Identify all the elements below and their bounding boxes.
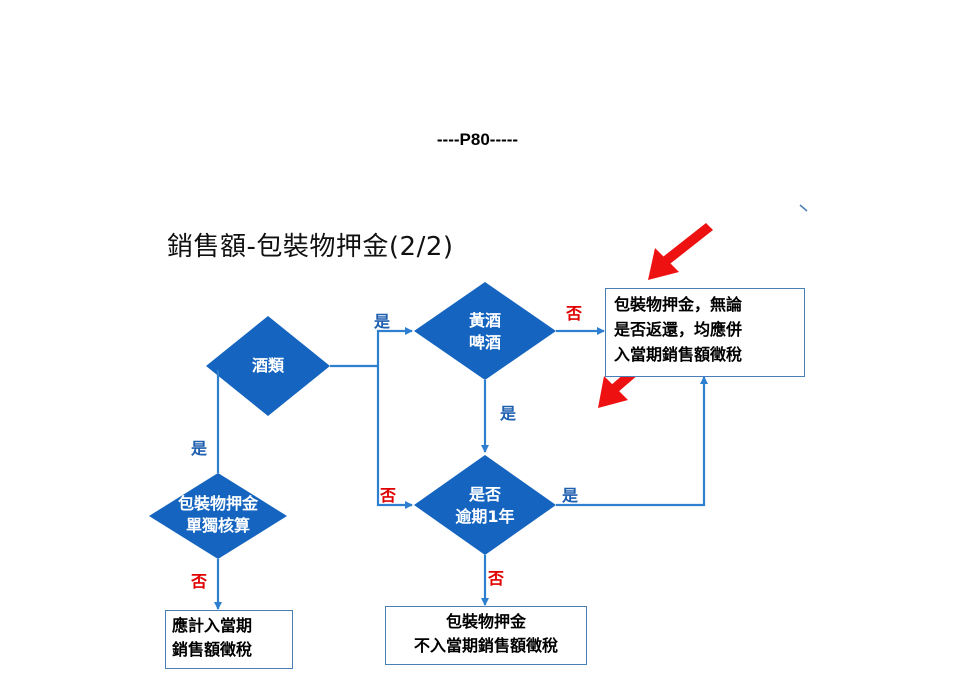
label-no-overdue-exclude: 否 <box>488 569 505 588</box>
node-liquor-label: 酒類 <box>251 356 284 375</box>
node-overdue-label: 是否 逾期1年 <box>455 485 515 526</box>
edge-liquor-to-yellow <box>376 327 413 366</box>
node-separate-accounting-label: 包裝物押金 單獨核算 <box>177 494 258 535</box>
page-label: ----P80----- <box>436 130 519 149</box>
diagram-title: 銷售額-包裝物押金(2/2) <box>167 232 454 262</box>
node-include-box: 包裝物押金，無論 是否返還，均應併 入當期銷售額徵稅 <box>605 288 805 377</box>
label-yes-separate-liquor: 是 <box>191 439 208 458</box>
label-no-separate-should-include: 否 <box>191 572 208 591</box>
node-exclude-box: 包裝物押金 不入當期銷售額徵稅 <box>385 606 587 665</box>
edge-overdue-to-include <box>556 376 708 507</box>
diamond-separate-accounting <box>149 473 287 559</box>
label-yes-liquor-yellow: 是 <box>374 312 391 331</box>
diamond-liquor <box>206 316 330 416</box>
diamond-yellow-beer <box>414 282 556 380</box>
label-yes-overdue-include: 是 <box>562 486 579 505</box>
diamond-overdue <box>414 455 556 555</box>
label-no-yellow-include: 否 <box>566 304 583 323</box>
corner-tick <box>799 204 808 212</box>
red-arrow-top <box>648 223 713 280</box>
node-yellow-beer-label: 黃酒 啤酒 <box>468 311 501 352</box>
node-should-include-box: 應計入當期 銷售額徵稅 <box>165 610 293 669</box>
label-yes-yellow-overdue: 是 <box>500 404 517 423</box>
label-no-liquor-overdue: 否 <box>380 486 397 505</box>
edge-liquor-to-overdue <box>376 366 413 509</box>
